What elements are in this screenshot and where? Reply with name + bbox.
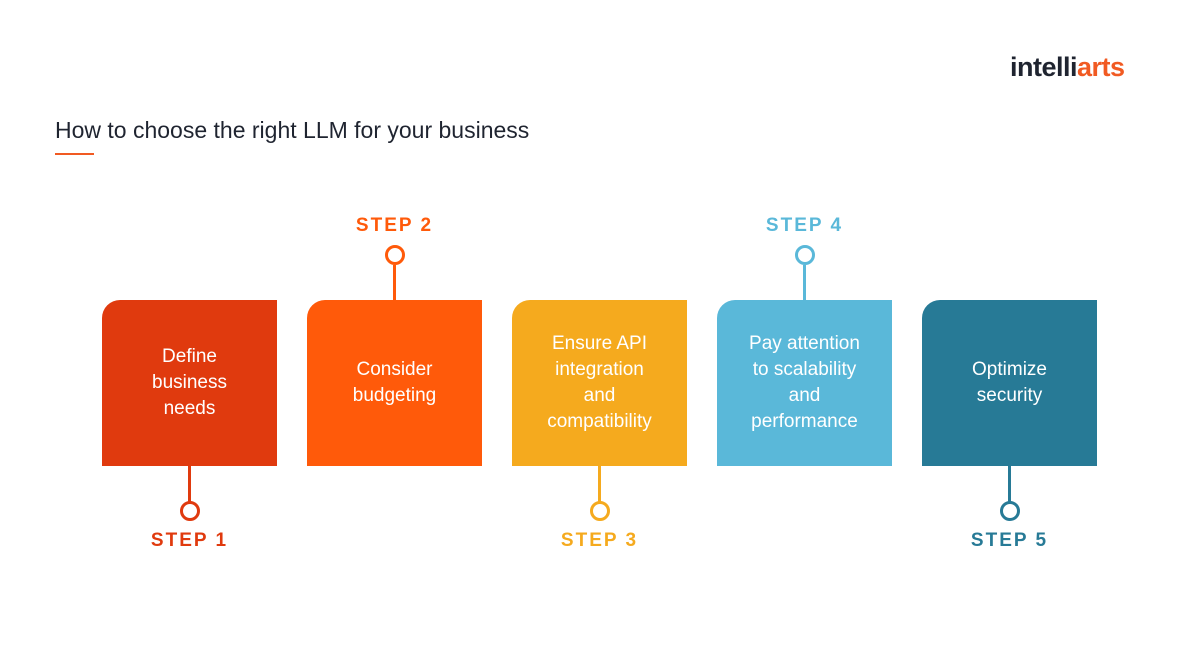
step-3-connector bbox=[598, 466, 601, 502]
step-2-label: STEP 2 bbox=[355, 215, 434, 236]
step-1-label: STEP 1 bbox=[150, 530, 229, 551]
step-4-node-circle bbox=[794, 245, 815, 265]
step-5-node-circle bbox=[999, 501, 1020, 521]
step-4-label: STEP 4 bbox=[765, 215, 844, 236]
title-underline bbox=[55, 153, 94, 155]
step-2-connector bbox=[393, 265, 396, 300]
step-2-node-circle bbox=[384, 245, 405, 265]
step-3-node-circle bbox=[589, 501, 610, 521]
step-1-connector bbox=[188, 466, 191, 502]
step-5-connector bbox=[1008, 466, 1011, 502]
intelliarts-logo: intelliarts bbox=[1010, 50, 1125, 84]
logo-part-1: intelli bbox=[1010, 52, 1078, 82]
logo-part-2: arts bbox=[1077, 52, 1125, 82]
page-title: How to choose the right LLM for your bus… bbox=[55, 117, 530, 143]
step-5-label: STEP 5 bbox=[970, 530, 1049, 551]
step-3-label: STEP 3 bbox=[560, 530, 639, 551]
step-4-connector bbox=[803, 265, 806, 300]
step-1-node-circle bbox=[179, 501, 200, 521]
